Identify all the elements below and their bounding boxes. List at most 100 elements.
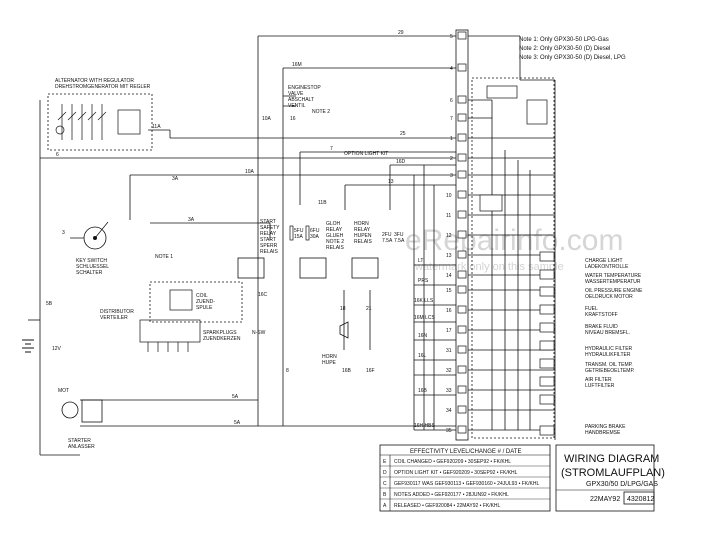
drawing-date: 22MAY92: [590, 496, 620, 503]
svg-text:HYDRAULIC FILTER: HYDRAULIC FILTER: [585, 346, 633, 352]
svg-text:RELAY: RELAY: [354, 227, 371, 233]
svg-text:34: 34: [446, 408, 452, 414]
svg-text:2FU: 2FU: [382, 232, 392, 238]
svg-text:WASSERTEMPERATUR: WASSERTEMPERATUR: [585, 279, 641, 285]
svg-text:30A: 30A: [310, 234, 320, 240]
svg-text:16B: 16B: [418, 388, 428, 394]
svg-text:B: B: [383, 492, 387, 498]
svg-text:SCHALTER: SCHALTER: [76, 270, 103, 276]
svg-text:32: 32: [446, 368, 452, 374]
svg-text:14: 14: [446, 273, 452, 279]
svg-text:RELAY: RELAY: [260, 231, 277, 237]
svg-text:DISTRIBUTOR: DISTRIBUTOR: [100, 309, 134, 315]
svg-text:AIR FILTER: AIR FILTER: [585, 377, 612, 383]
svg-text:NOTES ADDED • GEF920177 • 28JU: NOTES ADDED • GEF920177 • 28JUN92 • FK/K…: [394, 492, 509, 498]
svg-text:13: 13: [446, 253, 452, 259]
svg-text:16B: 16B: [342, 368, 352, 374]
svg-text:VALVE: VALVE: [288, 91, 304, 97]
svg-text:GLUEH: GLUEH: [326, 233, 344, 239]
svg-text:ALTERNATOR WITH REGULATOR: ALTERNATOR WITH REGULATOR: [55, 78, 134, 84]
svg-text:29: 29: [398, 30, 404, 36]
svg-text:6: 6: [450, 98, 453, 104]
svg-text:TRANSM. OIL TEMP.: TRANSM. OIL TEMP.: [585, 362, 633, 368]
svg-text:5A: 5A: [232, 394, 239, 400]
svg-text:KEY SWITCH: KEY SWITCH: [76, 258, 107, 264]
svg-text:16: 16: [446, 308, 452, 314]
svg-text:START: START: [260, 219, 276, 225]
terminal-numbers: 5 4 6 7 1 2 3 10 11 12 13 14 15 16 17 31…: [446, 34, 453, 434]
ignition: COIL ZUEND- SPULE DISTRIBUTOR VERTEILER …: [100, 254, 266, 352]
svg-text:E: E: [383, 459, 387, 465]
watermark-sub: watermark only on this sample: [414, 261, 564, 273]
diagram-title: WIRING DIAGRAM: [564, 453, 659, 465]
svg-text:12V: 12V: [52, 346, 62, 352]
svg-text:CHARGE LIGHT: CHARGE LIGHT: [585, 258, 623, 264]
svg-text:HORN: HORN: [354, 221, 369, 227]
key-switch: KEY SWITCH SCHLUESSEL SCHALTER: [70, 221, 109, 276]
svg-text:RELAIS: RELAIS: [326, 245, 344, 251]
svg-text:D: D: [383, 470, 387, 476]
panel-labels: CHARGE LIGHT LADEKONTROLLE WATER TEMPERA…: [585, 258, 643, 436]
svg-text:PRS: PRS: [418, 278, 429, 284]
watermark-main: eRepairinfo.com: [405, 224, 623, 257]
svg-text:HUPEN: HUPEN: [354, 233, 372, 239]
svg-text:3: 3: [62, 230, 65, 236]
svg-text:NOTE 2: NOTE 2: [312, 109, 330, 115]
note1-label: NOTE 1: [155, 254, 173, 260]
svg-text:ANLASSER: ANLASSER: [68, 444, 95, 450]
svg-text:2: 2: [450, 156, 453, 162]
svg-text:10: 10: [446, 193, 452, 199]
notes: Note 1: Only GPX30-50 LPG-Gas Note 2: On…: [519, 37, 626, 61]
connector-terminals: [457, 31, 467, 434]
option-light-kit-label: OPTION LIGHT KIT: [344, 151, 388, 157]
watermark: eRepairinfo.com watermark only on this s…: [405, 224, 623, 273]
wires: [28, 29, 556, 456]
switch-labels: LT PRS 16K LLS 16M LCS 16N 16L 16B 16H H…: [414, 258, 436, 429]
svg-text:5B: 5B: [46, 301, 53, 307]
svg-text:4: 4: [450, 66, 453, 72]
svg-text:11B: 11B: [318, 200, 327, 206]
svg-text:ENGINESTOP: ENGINESTOP: [288, 85, 321, 91]
svg-text:12: 12: [446, 233, 452, 239]
svg-text:35: 35: [446, 428, 452, 434]
alternator: ALTERNATOR WITH REGULATOR DREHSTROMGENER…: [47, 78, 153, 151]
svg-text:16F: 16F: [366, 368, 375, 374]
svg-text:13: 13: [388, 179, 394, 185]
start-safety-relay: START SAFETY RELAY START SPERR RELAIS: [237, 219, 280, 279]
svg-text:SPULE: SPULE: [196, 305, 213, 311]
svg-text:SAFETY: SAFETY: [260, 225, 280, 231]
svg-text:10A: 10A: [245, 169, 255, 175]
model-label: GPX30/50 D/LPG/GAS: [586, 481, 658, 488]
svg-text:7.5A: 7.5A: [394, 238, 405, 244]
svg-text:RELEASED • GEF920084 • 22MAY92: RELEASED • GEF920084 • 22MAY92 • FK/KHL: [394, 503, 501, 509]
note-2: Note 2: Only GPX30-50 (D) Diesel: [519, 46, 610, 52]
svg-text:PARKING BRAKE: PARKING BRAKE: [585, 424, 626, 430]
svg-text:11A: 11A: [152, 124, 161, 130]
svg-text:VENTIL: VENTIL: [288, 103, 306, 109]
fuses-left: 5FU 15A 6FU 30A: [289, 225, 320, 241]
battery: 12V: [22, 339, 62, 353]
svg-text:BRAKE FLUID: BRAKE FLUID: [585, 324, 618, 330]
svg-text:7: 7: [330, 146, 333, 152]
svg-text:16N: 16N: [418, 333, 428, 339]
svg-text:FUEL: FUEL: [585, 306, 598, 312]
svg-text:LADEKONTROLLE: LADEKONTROLLE: [585, 264, 629, 270]
svg-text:ZUEND-: ZUEND-: [196, 299, 215, 305]
svg-text:16D: 16D: [396, 159, 406, 165]
svg-text:RELAIS: RELAIS: [354, 239, 372, 245]
fuses-right: 2FU 7.5A 3FU 7.5A: [382, 232, 405, 244]
svg-text:VERTEILER: VERTEILER: [100, 315, 128, 321]
svg-text:NIVEAU BREMSFL.: NIVEAU BREMSFL.: [585, 330, 630, 336]
svg-text:MOT: MOT: [58, 388, 69, 394]
svg-text:11: 11: [446, 213, 451, 219]
svg-text:OELDRUCK MOTOR: OELDRUCK MOTOR: [585, 294, 633, 300]
drawing-number: 4320812: [627, 496, 654, 503]
svg-text:GETRIEBEOELTEMP.: GETRIEBEOELTEMP.: [585, 368, 635, 374]
svg-text:10A: 10A: [262, 116, 272, 122]
svg-text:5A: 5A: [234, 420, 241, 426]
svg-text:C: C: [383, 481, 387, 487]
svg-text:COIL CHANGED • GEF920209 • 30S: COIL CHANGED • GEF920209 • 30SEP92 • FK/…: [394, 459, 511, 465]
svg-text:STARTER: STARTER: [68, 438, 91, 444]
svg-text:GEF930117 WAS GEF930113 • GEF9: GEF930117 WAS GEF930113 • GEF930160 • 24…: [394, 481, 539, 487]
